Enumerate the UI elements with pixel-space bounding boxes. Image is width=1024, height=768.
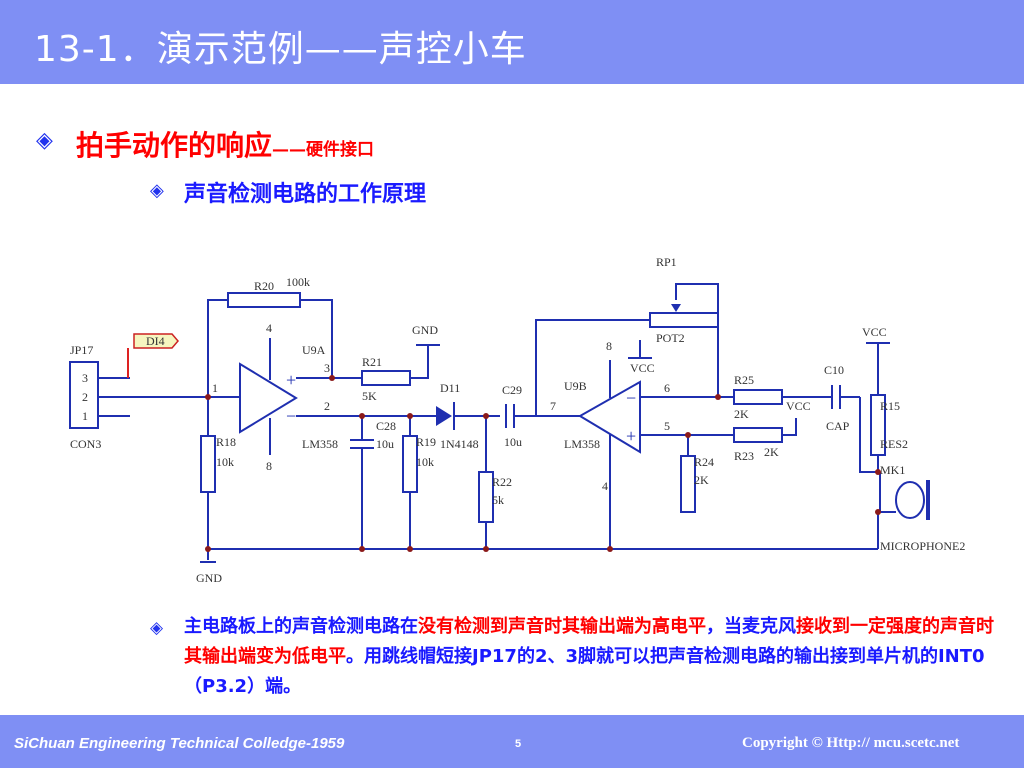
label-pin3: 3 — [324, 361, 330, 375]
label-jp-pin1: 1 — [82, 409, 88, 423]
label-r23-value: 2K — [764, 445, 779, 459]
label-r18: R18 — [216, 435, 236, 449]
label-di4: DI4 — [146, 334, 165, 348]
para-part-5: 。用跳线帽短接JP17的2、3脚就可以把声音检测电路的输出接到单片机的INT0（… — [184, 646, 985, 697]
bullet-diamond-icon: ◈ — [36, 128, 53, 153]
label-jp17: JP17 — [70, 343, 93, 357]
label-pin7: 7 — [550, 399, 556, 413]
heading-primary: 拍手动作的响应——硬件接口 — [76, 124, 374, 164]
label-mk1: MK1 — [880, 463, 905, 477]
label-r24-value: 2K — [694, 473, 709, 487]
label-res2: RES2 — [880, 437, 908, 451]
label-r21: R21 — [362, 355, 382, 369]
label-r23: R23 — [734, 449, 754, 463]
footer-bar: SiChuan Engineering Technical Colledge-1… — [0, 715, 1024, 768]
title-bar: 13-1．演示范例——声控小车 — [0, 0, 1024, 84]
label-jp-pin3: 3 — [82, 371, 88, 385]
para-part-1: 主电路板上的声音检测电路在 — [184, 616, 418, 637]
label-pin4b: 4 — [602, 479, 608, 493]
label-r21-value: 5K — [362, 389, 377, 403]
label-c29-value: 10u — [504, 435, 522, 449]
label-pin8a: 8 — [266, 459, 272, 473]
label-c28-value: 10u — [376, 437, 394, 451]
label-pin6: 6 — [664, 381, 670, 395]
label-jp-pin2: 2 — [82, 390, 88, 404]
label-microphone: MICROPHONE2 — [880, 539, 965, 553]
label-gnd-top: GND — [412, 323, 438, 337]
label-r19-value: 10k — [416, 455, 434, 469]
heading-primary-text: 拍手动作的响应 — [76, 129, 273, 162]
description-paragraph: 主电路板上的声音检测电路在没有检测到声音时其输出端为高电平，当麦克风接收到一定强… — [184, 612, 994, 702]
label-pot2: POT2 — [656, 331, 685, 345]
label-r22: R22 — [492, 475, 512, 489]
bullet-diamond-icon: ◈ — [150, 180, 164, 201]
label-vcc1: VCC — [630, 361, 655, 375]
label-lm358b: LM358 — [564, 437, 600, 451]
heading-primary-sub: ——硬件接口 — [272, 140, 375, 160]
label-pin4a: 4 — [266, 321, 272, 335]
label-c10-value: CAP — [826, 419, 850, 433]
label-d11: D11 — [440, 381, 460, 395]
label-u9a: U9A — [302, 343, 326, 357]
label-pin8b: 8 — [606, 339, 612, 353]
label-r20: R20 — [254, 279, 274, 293]
label-rp1: RP1 — [656, 255, 677, 269]
para-part-4: 接收到一定强度的声音时其输出端变为低电平 — [184, 616, 994, 667]
label-opamp-a-minus: − — [286, 406, 296, 426]
slide-title: 13-1．演示范例——声控小车 — [34, 29, 527, 70]
label-r15: R15 — [880, 399, 900, 413]
page-number: 5 — [515, 738, 522, 750]
footer-college: SiChuan Engineering Technical Colledge-1… — [14, 735, 345, 752]
label-opamp-b-minus: − — [626, 388, 636, 408]
label-r25: R25 — [734, 373, 754, 387]
bullet-diamond-icon: ◈ — [150, 618, 164, 638]
label-u9b: U9B — [564, 379, 587, 393]
footer-copyright: Copyright © Http:// mcu.scetc.net — [742, 735, 960, 751]
label-r24: R24 — [694, 455, 714, 469]
para-part-3: ，当麦克风 — [706, 616, 796, 637]
label-r22-value: 5k — [492, 493, 504, 507]
label-pin1: 1 — [212, 381, 218, 395]
label-lm358a: LM358 — [302, 437, 338, 451]
label-c29: C29 — [502, 383, 522, 397]
label-opamp-b-plus: + — [626, 426, 636, 446]
label-vcc2: VCC — [786, 399, 811, 413]
label-gnd-bottom: GND — [196, 571, 222, 585]
label-r18-value: 10k — [216, 455, 234, 469]
label-r19: R19 — [416, 435, 436, 449]
label-r20-value: 100k — [286, 275, 310, 289]
label-r25-value: 2K — [734, 407, 749, 421]
para-part-2: 没有检测到声音时其输出端为高电平 — [418, 616, 706, 637]
label-c10: C10 — [824, 363, 844, 377]
label-vcc-right: VCC — [862, 325, 887, 339]
heading-secondary: 声音检测电路的工作原理 — [184, 182, 427, 207]
label-pin5: 5 — [664, 419, 670, 433]
label-pin2: 2 — [324, 399, 330, 413]
label-c28: C28 — [376, 419, 396, 433]
label-opamp-a-plus: + — [286, 370, 296, 390]
label-d11-value: 1N4148 — [440, 437, 479, 451]
label-con3: CON3 — [70, 437, 101, 451]
